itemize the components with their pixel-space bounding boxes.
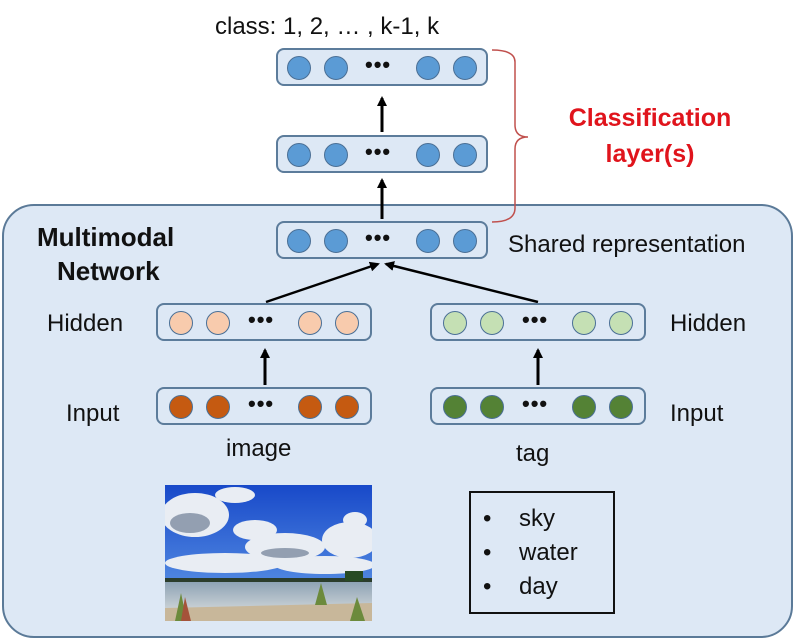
tag-text: sky [519,505,555,532]
network-title-line1: Multimodal [37,222,175,252]
shared-representation-label: Shared representation [508,231,746,258]
bullet: • [483,573,492,600]
ellipsis: ••• [365,52,392,77]
tag-caption: tag [516,440,550,467]
output-node [324,56,348,80]
tag-hidden-node [480,311,504,335]
landscape-photo [165,485,372,621]
tag-hidden-layer: ••• [430,303,646,341]
image-input-node [335,395,359,419]
shared-node [416,229,440,253]
shared-node [324,229,348,253]
tag-input-layer: ••• [430,387,646,425]
tag-input-node [572,395,596,419]
output-node [453,56,477,80]
tag-input-node [443,395,467,419]
classification-label-line2: layer(s) [605,140,695,168]
classification-brace [491,49,529,223]
tag-text: day [519,573,558,600]
image-input-node [206,395,230,419]
image-input-node [298,395,322,419]
arrow-left-hidden-to-shared [265,261,380,304]
image-hidden-layer: ••• [156,303,372,341]
classification-node [453,143,477,167]
tag-text: water [519,539,578,566]
output-node [287,56,311,80]
classification-label-line1: Classification [568,104,732,132]
right-input-label: Input [670,400,724,427]
ellipsis: ••• [365,139,392,164]
right-hidden-label: Hidden [670,310,747,337]
shared-representation-layer: ••• [276,221,488,259]
tag-list-box: • sky • water • day [469,491,615,614]
image-hidden-node [169,311,193,335]
ellipsis: ••• [522,307,549,332]
classification-layers-label: Classification layer(s) [560,100,740,172]
multimodal-network-panel [2,204,793,638]
bullet: • [483,505,492,532]
image-caption: image [226,435,292,462]
tag-hidden-node [609,311,633,335]
network-title: Multimodal Network [37,220,174,288]
ellipsis: ••• [248,391,275,416]
ellipsis: ••• [522,391,549,416]
output-layer: ••• [276,48,488,86]
image-hidden-node [298,311,322,335]
bullet: • [483,539,492,566]
shared-node [453,229,477,253]
shared-node [287,229,311,253]
image-input-node [169,395,193,419]
output-class-label: class: 1, 2, … , k-1, k [215,13,440,40]
network-title-line2: Network [57,256,160,286]
classification-node [324,143,348,167]
ellipsis: ••• [248,307,275,332]
classification-node [287,143,311,167]
classification-node [416,143,440,167]
output-node [416,56,440,80]
tag-hidden-node [443,311,467,335]
tag-hidden-node [572,311,596,335]
left-input-label: Input [66,400,120,427]
image-hidden-node [206,311,230,335]
arrow-right-hidden-to-shared [384,261,539,304]
ellipsis: ••• [365,225,392,250]
tag-input-node [480,395,504,419]
left-hidden-label: Hidden [47,310,124,337]
classification-hidden-layer: ••• [276,135,488,173]
tag-input-node [609,395,633,419]
image-hidden-node [335,311,359,335]
image-input-layer: ••• [156,387,372,425]
